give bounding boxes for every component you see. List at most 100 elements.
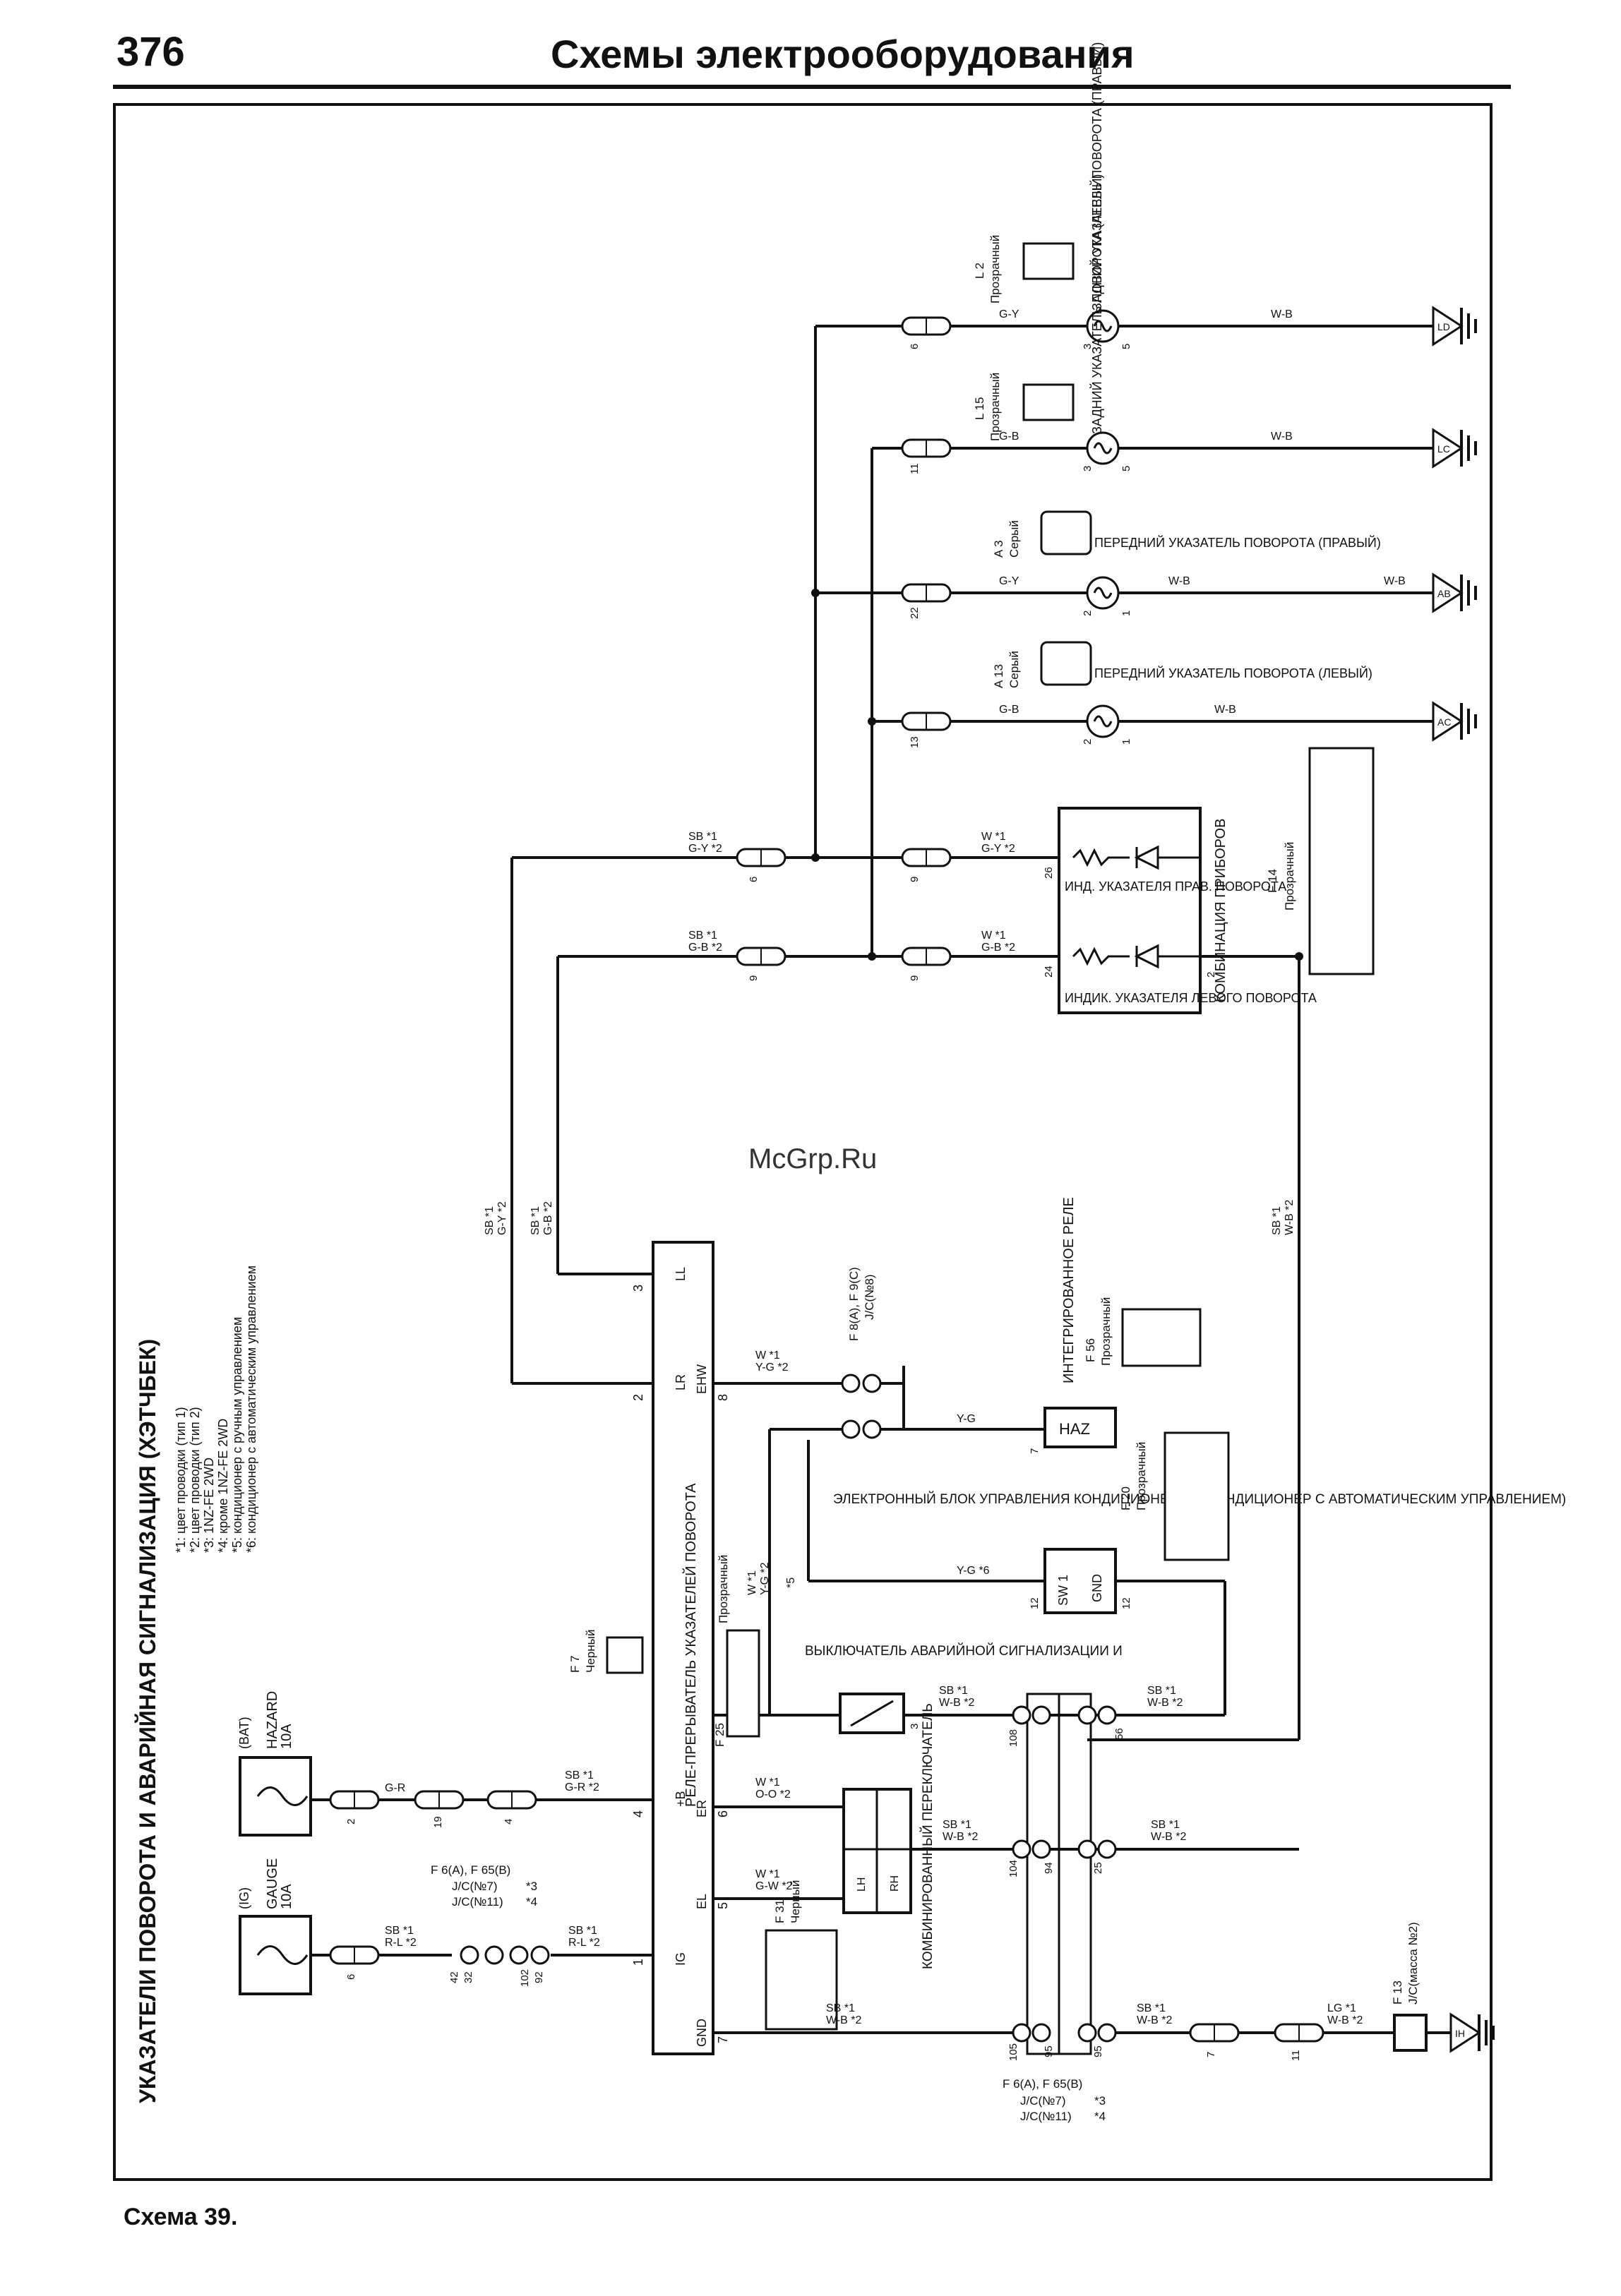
svg-text:SB *1: SB *1 — [943, 1819, 971, 1831]
wires — [311, 325, 1451, 2055]
svg-text:G-R: G-R — [385, 1782, 405, 1794]
svg-text:G-Y: G-Y — [999, 575, 1019, 587]
svg-text:Y-G *6: Y-G *6 — [957, 1565, 990, 1577]
page-title: Схемы электрооборудования — [551, 32, 1135, 76]
svg-text:42: 42 — [448, 1971, 460, 1983]
svg-text:94: 94 — [1043, 1862, 1055, 1874]
rear-right-label: ЗАДНИЙ УКАЗАТЕЛЬ ПОВОРОТА (ПРАВЫЙ) — [1089, 42, 1104, 311]
svg-text:SB *1: SB *1 — [1147, 1685, 1176, 1697]
lh-label: LH — [856, 1877, 868, 1892]
svg-text:W *1: W *1 — [746, 1570, 758, 1595]
svg-text:IG: IG — [674, 1952, 688, 1966]
gauge-fuse-name: GAUGE — [265, 1858, 280, 1909]
svg-text:2: 2 — [1205, 972, 1217, 978]
svg-text:3: 3 — [1082, 344, 1094, 349]
svg-text:SB *1: SB *1 — [530, 1206, 542, 1235]
svg-text:1: 1 — [1120, 739, 1132, 745]
svg-text:1: 1 — [1120, 611, 1132, 616]
ground-symbols — [1432, 306, 1495, 2052]
svg-text:11: 11 — [909, 463, 921, 474]
svg-text:F 6(A), F 65(B): F 6(A), F 65(B) — [1003, 2077, 1082, 2091]
svg-text:G-W *2: G-W *2 — [755, 1880, 793, 1892]
svg-text:108: 108 — [1007, 1729, 1019, 1747]
svg-text:A 13: A 13 — [992, 664, 1005, 688]
svg-text:12: 12 — [1029, 1597, 1041, 1609]
svg-text:7: 7 — [1205, 2052, 1217, 2057]
combo-cluster-label: КОМБИНАЦИЯ ПРИБОРОВ — [1213, 819, 1228, 1002]
svg-text:*4: *4 — [1094, 2110, 1106, 2123]
ac-ecu-box — [1043, 1548, 1117, 1614]
svg-text:W-B: W-B — [1271, 308, 1293, 320]
svg-text:SB *1: SB *1 — [484, 1206, 496, 1235]
svg-text:12: 12 — [1120, 1597, 1132, 1609]
front-right-label: ПЕРЕДНИЙ УКАЗАТЕЛЬ ПОВОРОТА (ПРАВЫЙ) — [1094, 535, 1381, 550]
svg-text:G-B *2: G-B *2 — [542, 1201, 554, 1235]
ind-right-label: ИНД. УКАЗАТЕЛЯ ПРАВ. ПОВОРОТА — [1065, 879, 1286, 894]
svg-text:Прозрачный: Прозрачный — [1283, 842, 1296, 910]
svg-text:95: 95 — [1092, 2045, 1104, 2057]
relay-label: РЕЛЕ-ПРЕРЫВАТЕЛЬ УКАЗАТЕЛЕЙ ПОВОРОТА — [682, 1483, 699, 1807]
svg-text:SB *1: SB *1 — [688, 831, 717, 843]
svg-text:W-B *2: W-B *2 — [939, 1697, 974, 1709]
svg-text:9: 9 — [909, 877, 921, 882]
svg-text:Прозрачный: Прозрачный — [988, 373, 1002, 441]
svg-text:W *1: W *1 — [755, 1350, 780, 1362]
ground-lc: LC — [1437, 443, 1450, 455]
svg-text:W *1: W *1 — [981, 831, 1006, 843]
ecu-gnd-label: GND — [1090, 1574, 1104, 1602]
hazard-switch-label: ВЫКЛЮЧАТЕЛЬ АВАРИЙНОЙ СИГНАЛИЗАЦИИ И — [805, 1643, 1123, 1659]
svg-text:5: 5 — [1120, 344, 1132, 349]
svg-text:6: 6 — [748, 877, 760, 882]
note-3: *3: 1NZ-FE 2WD — [202, 1457, 216, 1553]
svg-text:LR: LR — [674, 1374, 688, 1390]
svg-text:SB *1: SB *1 — [565, 1769, 594, 1781]
front-left-label: ПЕРЕДНИЙ УКАЗАТЕЛЬ ПОВОРОТА (ЛЕВЫЙ) — [1094, 666, 1372, 680]
ground-ab: AB — [1437, 588, 1451, 599]
svg-text:W-B *2: W-B *2 — [1147, 1697, 1183, 1709]
hazard-fuse-source: (BAT) — [237, 1717, 251, 1749]
svg-text:1: 1 — [631, 1959, 645, 1966]
svg-text:SB *1: SB *1 — [688, 930, 717, 942]
ground-ac: AC — [1437, 716, 1451, 728]
svg-text:W-B *2: W-B *2 — [826, 2014, 861, 2026]
connector-labels: L 2 Прозрачный L 15 Прозрачный A 3 Серый… — [568, 235, 1420, 2005]
hazard-fuse — [239, 1756, 312, 1837]
hazard-fuse-name: HAZARD — [265, 1691, 280, 1749]
watermark-text: McGrp.Ru — [748, 1143, 878, 1174]
svg-text:J/C(№8): J/C(№8) — [863, 1274, 876, 1320]
svg-text:105: 105 — [1007, 2043, 1019, 2061]
hazard-fuse-rating: 10A — [279, 1724, 294, 1749]
svg-text:W-B *2: W-B *2 — [1327, 2014, 1363, 2026]
svg-text:SB *1: SB *1 — [1151, 1819, 1180, 1831]
note-2: *2: цвет проводки (тип 2) — [188, 1407, 202, 1553]
svg-text:2: 2 — [1082, 611, 1094, 616]
svg-text:3: 3 — [1082, 466, 1094, 471]
diagram-title-group: УКАЗАТЕЛИ ПОВОРОТА И АВАРИЙНАЯ СИГНАЛИЗА… — [135, 1266, 258, 2103]
svg-text:G-R *2: G-R *2 — [565, 1781, 599, 1793]
svg-text:F 20: F 20 — [1119, 1486, 1132, 1510]
header-rule — [113, 85, 1511, 89]
page-number: 376 — [116, 29, 185, 75]
svg-text:*5: *5 — [785, 1577, 797, 1588]
svg-text:ER: ER — [695, 1800, 709, 1817]
svg-text:6: 6 — [345, 1974, 357, 1980]
component-labels: ЗАДНИЙ УКАЗАТЕЛЬ ПОВОРОТА (ПРАВЫЙ) ЗАДНИ… — [1089, 42, 1381, 680]
svg-text:13: 13 — [909, 736, 921, 748]
svg-text:25: 25 — [1092, 1862, 1104, 1874]
svg-text:Прозрачный: Прозрачный — [1099, 1297, 1113, 1366]
svg-text:7: 7 — [1029, 1448, 1041, 1454]
svg-text:G-Y *2: G-Y *2 — [688, 843, 722, 855]
svg-text:LL: LL — [674, 1267, 688, 1281]
ground-ld: LD — [1437, 321, 1450, 332]
svg-text:26: 26 — [1043, 867, 1055, 879]
svg-text:W-B: W-B — [1214, 704, 1236, 716]
svg-text:3: 3 — [909, 1724, 921, 1729]
svg-text:G-Y *2: G-Y *2 — [981, 843, 1015, 855]
svg-text:G-B: G-B — [999, 704, 1019, 716]
svg-text:W-B: W-B — [1271, 431, 1293, 443]
svg-text:Y-G: Y-G — [957, 1413, 976, 1425]
svg-text:L 2: L 2 — [973, 263, 986, 279]
svg-text:3: 3 — [631, 1285, 645, 1292]
pin-numbers: 6 3 5 11 3 5 22 2 1 13 2 1 6 9 26 9 9 24… — [345, 344, 1302, 2061]
svg-text:SB *1: SB *1 — [1137, 2002, 1166, 2014]
